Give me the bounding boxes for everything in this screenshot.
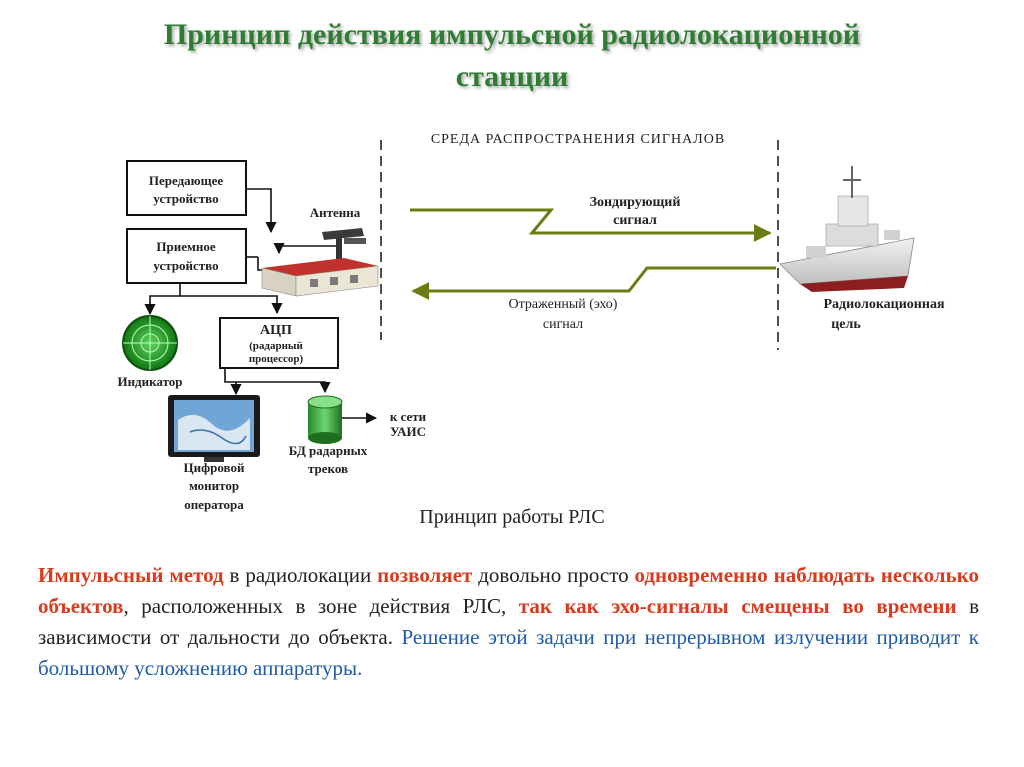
para-part-6: , расположенных в зоне действия РЛС, xyxy=(123,594,519,618)
monitor-line-3: оператора xyxy=(184,497,244,512)
para-part-8: в зависимости от дальности до объекта. xyxy=(38,594,979,649)
probe-line-2: сигнал xyxy=(613,213,657,228)
adc-line-3: процессор) xyxy=(249,353,304,365)
network-label: к сети УАИС xyxy=(390,409,427,439)
transmitter-block: Передающее устройство xyxy=(126,160,247,216)
target-line-2: цель xyxy=(831,317,861,332)
transmitter-line-2: устройство xyxy=(153,191,218,206)
network-line-1: к сети xyxy=(390,409,427,424)
database-icon: БД радарных треков xyxy=(289,395,368,476)
connectors xyxy=(144,188,378,424)
indicator-label: Индикатор xyxy=(117,374,182,389)
probe-signal-arrow: Зондирующий сигнал xyxy=(410,195,772,242)
db-line-1: БД радарных xyxy=(289,443,368,458)
antenna-label: Антенна xyxy=(310,205,361,220)
adc-block: АЦП (радарный процессор) xyxy=(219,317,339,369)
receiver-line-2: устройство xyxy=(153,258,218,273)
transmitter-line-1: Передающее xyxy=(149,173,223,188)
receiver-block: Приемное устройство xyxy=(126,228,247,284)
para-part-1: Импульсный метод xyxy=(38,563,224,587)
para-part-4: довольно просто xyxy=(472,563,635,587)
title-line-2: станции xyxy=(455,60,569,93)
page-title: Принцип действия импульсной радиолокацио… xyxy=(0,14,1024,98)
target-line-1: Радиолокационная xyxy=(823,297,944,312)
echo-line-2: сигнал xyxy=(543,317,583,332)
probe-line-1: Зондирующий xyxy=(590,195,681,210)
monitor-icon: Цифровой монитор оператора xyxy=(168,395,260,512)
adc-title: АЦП xyxy=(260,323,292,338)
medium-region: СРЕДА РАСПРОСТРАНЕНИЯ СИГНАЛОВ xyxy=(380,132,779,350)
para-part-2: в радиолокации xyxy=(223,563,378,587)
monitor-line-1: Цифровой xyxy=(184,460,245,475)
antenna-icon: Антенна xyxy=(310,205,366,260)
indicator-icon: Индикатор xyxy=(117,315,183,389)
para-part-3: позволяет xyxy=(377,563,473,587)
echo-line-1: Отраженный (эхо) xyxy=(509,297,618,312)
building-icon xyxy=(261,258,379,297)
para-part-7: так как эхо-сигналы смещены во времени xyxy=(518,594,957,618)
monitor-line-2: монитор xyxy=(189,478,239,493)
para-part-9: Решение этой задачи при непрерывном излу… xyxy=(38,625,979,680)
diagram-caption: Принцип работы РЛС xyxy=(419,506,605,528)
echo-signal-arrow: Отраженный (эхо) сигнал xyxy=(411,266,776,332)
description-paragraph: Импульсный метод в радиолокации позволяе… xyxy=(38,560,979,684)
network-line-2: УАИС xyxy=(390,424,426,439)
receiver-line-1: Приемное xyxy=(156,239,215,254)
adc-line-2: (радарный xyxy=(249,340,303,352)
title-line-1: Принцип действия импульсной радиолокацио… xyxy=(163,18,861,51)
db-line-2: треков xyxy=(308,461,348,476)
para-part-5: одновременно наблюдать несколько объекто… xyxy=(38,563,980,618)
ship-icon: Радиолокационная цель xyxy=(779,166,945,332)
medium-label: СРЕДА РАСПРОСТРАНЕНИЯ СИГНАЛОВ xyxy=(431,132,725,147)
